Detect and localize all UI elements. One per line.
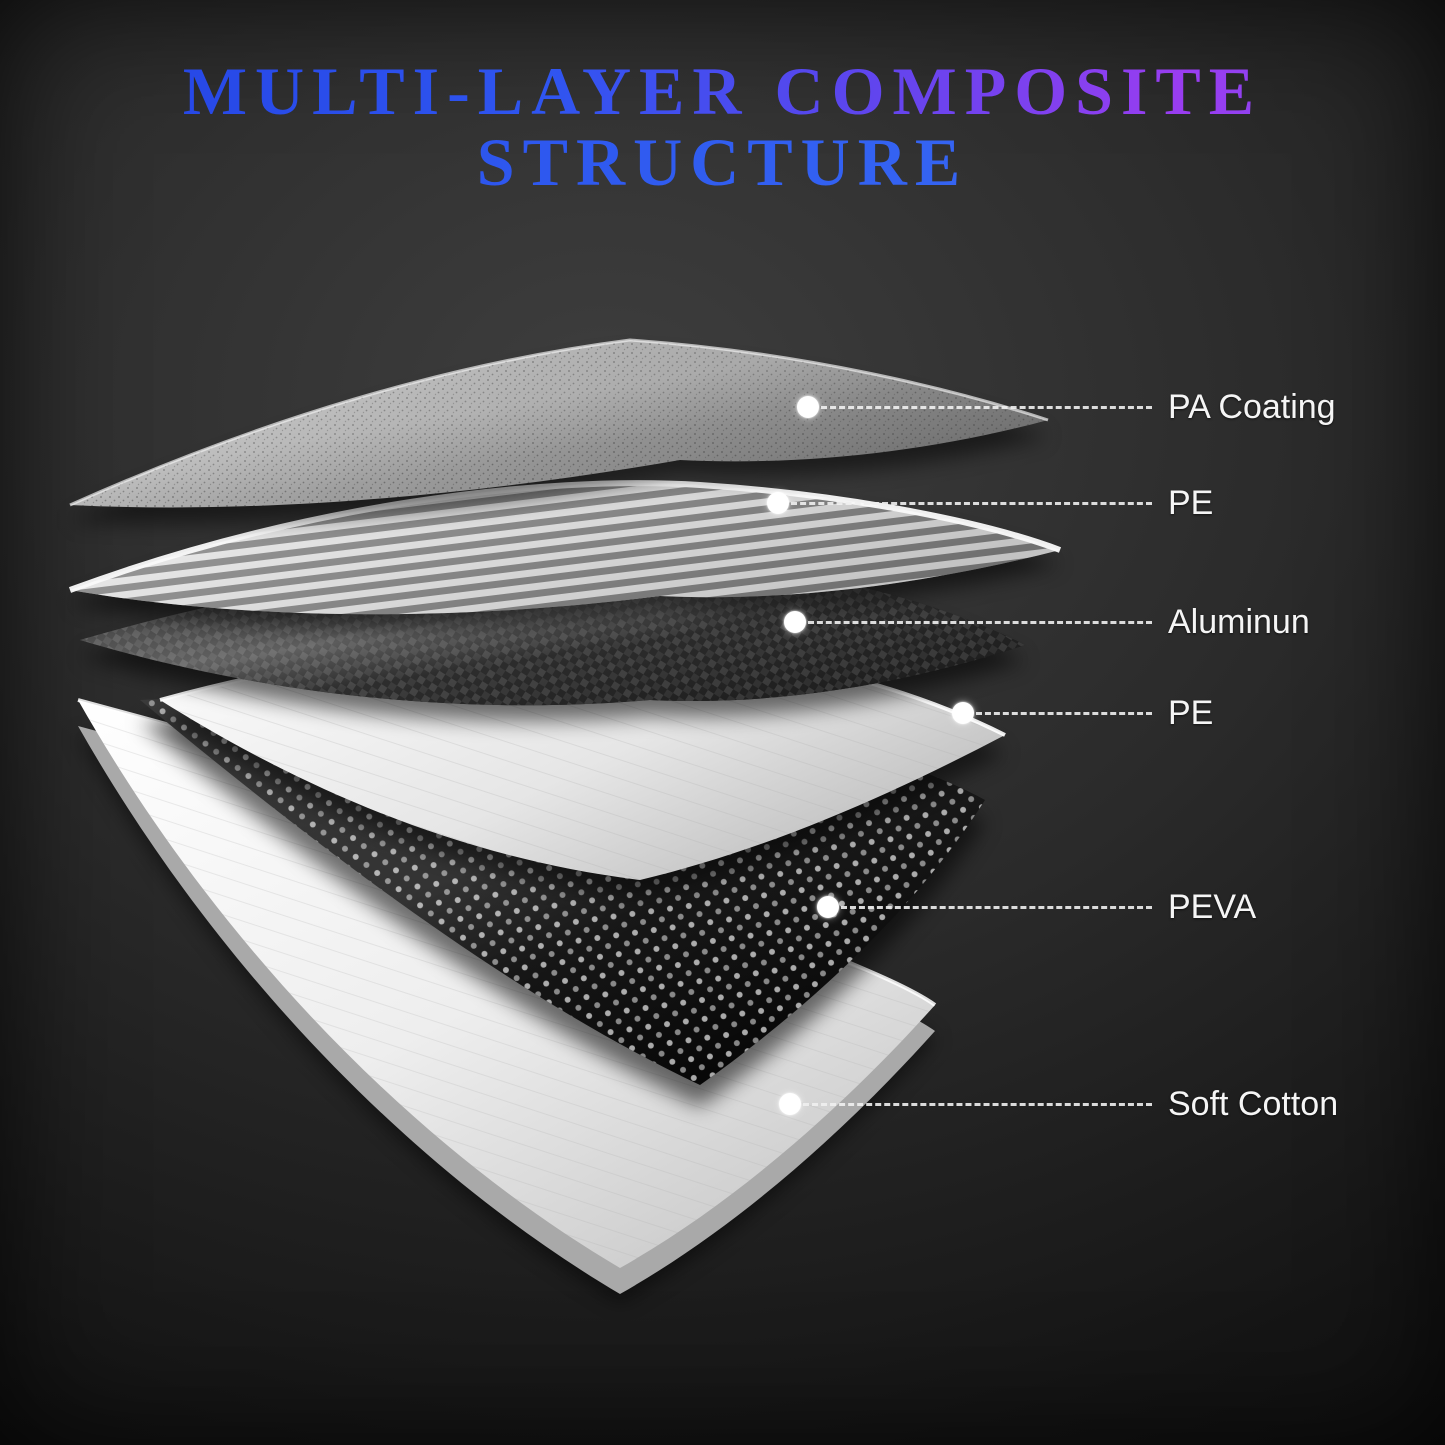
title-block: MULTI-LAYER COMPOSITE STRUCTURE bbox=[0, 56, 1445, 197]
callout-dot bbox=[779, 1093, 801, 1115]
callout-soft-cotton: Soft Cotton bbox=[779, 1084, 1338, 1124]
leader-line bbox=[803, 1102, 1152, 1106]
layer-label: PA Coating bbox=[1168, 387, 1336, 426]
layer-label: Aluminun bbox=[1168, 602, 1310, 641]
leader-line bbox=[808, 620, 1152, 624]
callout-pa-coating: PA Coating bbox=[797, 387, 1336, 427]
callout-peva: PEVA bbox=[817, 887, 1256, 927]
leader-line bbox=[976, 711, 1152, 715]
callout-dot bbox=[784, 611, 806, 633]
layer-label: Soft Cotton bbox=[1168, 1084, 1339, 1123]
leader-line bbox=[821, 405, 1152, 409]
callout-aluminum: Aluminun bbox=[784, 602, 1310, 642]
leader-line bbox=[791, 501, 1152, 505]
title-line-2: STRUCTURE bbox=[0, 126, 1445, 198]
callout-pe-bottom: PE bbox=[952, 693, 1213, 733]
layer-label: PE bbox=[1168, 693, 1214, 732]
callout-dot bbox=[767, 492, 789, 514]
layer-pa-coating bbox=[69, 338, 1049, 524]
callout-dot bbox=[817, 896, 839, 918]
layer-label: PE bbox=[1168, 483, 1214, 522]
leader-line bbox=[841, 905, 1152, 909]
callout-dot bbox=[797, 396, 819, 418]
callout-pe-top: PE bbox=[767, 483, 1213, 523]
layer-label: PEVA bbox=[1168, 887, 1257, 926]
layer-pe-top bbox=[68, 480, 1062, 629]
title-line-1: MULTI-LAYER COMPOSITE bbox=[0, 56, 1445, 127]
callout-dot bbox=[952, 702, 974, 724]
